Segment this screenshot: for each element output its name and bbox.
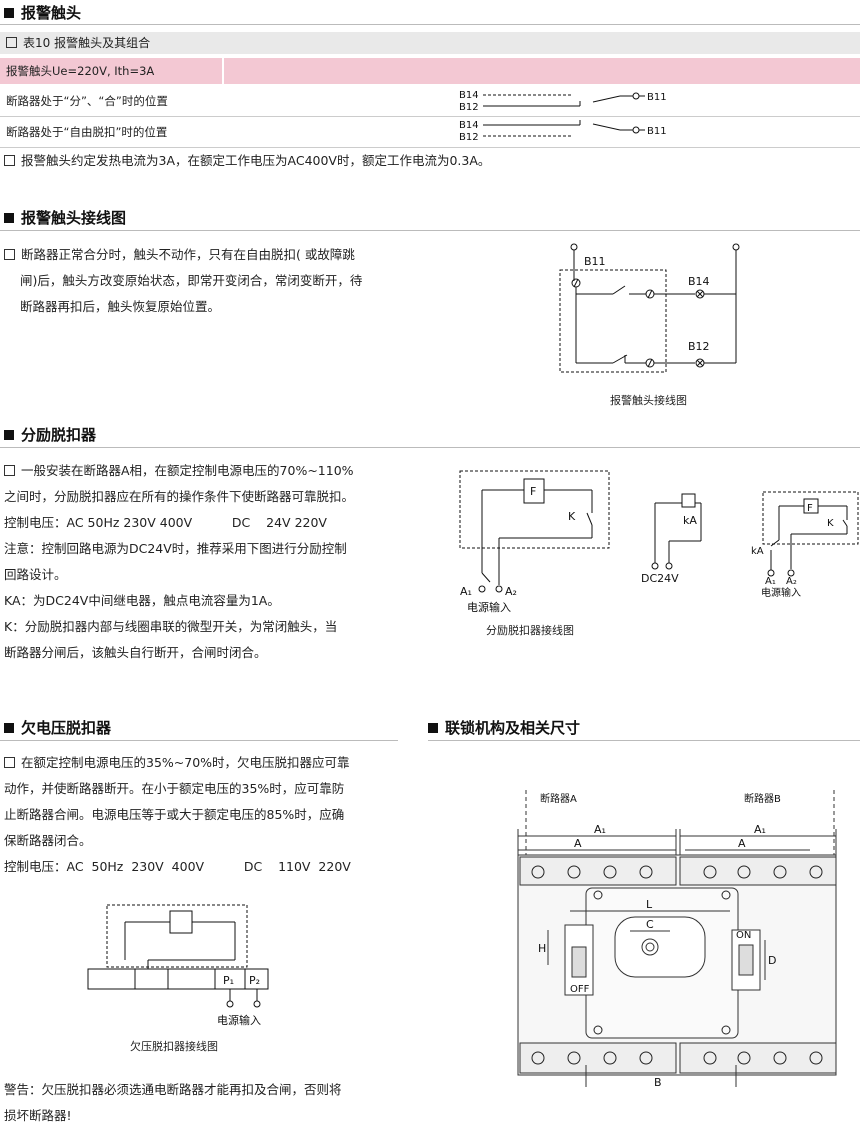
undervoltage-wiring-diagram: P₁ P₂ 电源输入 xyxy=(87,904,269,1027)
alarm-contact-symbols: B14 B12 B11 B14 B12 B11 xyxy=(459,90,667,143)
section-divider xyxy=(0,230,860,231)
b14-label: B14 xyxy=(459,90,479,101)
section-title-undervoltage: 欠电压脱扣器 xyxy=(4,717,111,738)
undervoltage-paragraph: 在额定控制电源电压的35%~70%时，欠电压脱扣器应可靠 动作，并使断路器断开。… xyxy=(4,755,351,874)
breaker-b-label: 断路器B xyxy=(744,792,781,805)
b11-label: B11 xyxy=(584,255,606,268)
power-input-label: 电源输入 xyxy=(761,586,801,599)
b11-label: B11 xyxy=(647,92,667,103)
square-bullet-icon xyxy=(4,7,14,18)
section-title-alarm: 报警触头 xyxy=(4,2,81,23)
a1-label: A₁ xyxy=(460,585,472,598)
a1-dimension-label: A₁ xyxy=(594,823,606,836)
breaker-a-label: 断路器A xyxy=(540,792,577,805)
table-header: 报警触头Ue=220V, Ith=3A xyxy=(0,58,860,84)
undervoltage-warning: 警告：欠压脱扣器必须选通电断路器才能再扣及合闸，否则将 损坏断路器! xyxy=(4,1082,342,1123)
checkbox-icon xyxy=(4,465,15,476)
table-row: 断路器处于“分”、“合”时的位置 xyxy=(0,86,860,117)
checkbox-icon xyxy=(4,155,15,166)
b11-label: B11 xyxy=(647,126,667,137)
wiring-diagram-caption: 报警触头接线图 xyxy=(610,394,687,407)
square-bullet-icon xyxy=(4,429,14,440)
table-col-divider xyxy=(222,58,224,84)
a1-dimension-label: A₁ xyxy=(754,823,766,836)
square-bullet-icon xyxy=(4,212,14,223)
a2-label: A₂ xyxy=(505,585,517,598)
square-bullet-icon xyxy=(428,722,438,733)
off-label: OFF xyxy=(570,984,590,995)
power-input-label: 电源输入 xyxy=(467,600,511,614)
power-input-label: 电源输入 xyxy=(217,1013,261,1027)
shunt-wiring-diagrams: F K A₁ A₂ 电源输入 kA DC24V F K kA A₁ A₂ 电源输… xyxy=(459,470,859,614)
ka-label: kA xyxy=(751,546,764,557)
f-label: F xyxy=(530,485,536,498)
a2-label: A₂ xyxy=(786,576,797,587)
checkbox-icon xyxy=(4,249,15,260)
section-divider xyxy=(428,740,860,741)
k-label: K xyxy=(568,510,576,523)
undervoltage-diagram-caption: 欠压脱扣器接线图 xyxy=(130,1040,218,1053)
section-divider xyxy=(0,24,860,25)
a1-label: A₁ xyxy=(765,576,776,587)
p1-label: P₁ xyxy=(223,974,234,987)
section-title-interlock: 联锁机构及相关尺寸 xyxy=(428,717,580,738)
b12-label: B12 xyxy=(459,132,479,143)
b14-label: B14 xyxy=(459,120,479,131)
ka-label: kA xyxy=(683,514,697,527)
section-title-wiring: 报警触头接线图 xyxy=(4,207,126,228)
wiring-paragraph: 断路器正常合分时，触头不动作，只有在自由脱扣( 或故障跳 闸)后，触头方改变原始… xyxy=(4,242,384,320)
f-label: F xyxy=(807,503,813,514)
c-dimension-label: C xyxy=(646,918,654,931)
section-divider xyxy=(0,447,860,448)
a-dimension-label: A xyxy=(738,837,746,850)
interlock-dimension-drawing: 断路器A 断路器B A₁ A₁ A A L C H D ON OFF B xyxy=(517,790,837,1089)
dc24v-label: DC24V xyxy=(641,572,679,585)
section-title-shunt: 分励脱扣器 xyxy=(4,424,96,445)
b14-label: B14 xyxy=(688,275,710,288)
table-row: 断路器处于“自由脱扣”时的位置 xyxy=(0,117,860,148)
l-dimension-label: L xyxy=(646,898,653,911)
p2-label: P₂ xyxy=(249,974,260,987)
b-dimension-label: B xyxy=(654,1076,662,1089)
alarm-wiring-diagram: B11 B14 B12 xyxy=(559,243,740,373)
b12-label: B12 xyxy=(459,102,479,113)
section-divider xyxy=(0,740,398,741)
k-label: K xyxy=(827,518,834,529)
checkbox-icon xyxy=(6,37,17,48)
on-label: ON xyxy=(736,930,751,941)
alarm-note: 报警触头约定发热电流为3A，在额定工作电压为AC400V时，额定工作电流为0.3… xyxy=(4,148,490,174)
h-dimension-label: H xyxy=(538,942,546,955)
d-dimension-label: D xyxy=(768,954,776,967)
table-caption: 表10 报警触头及其组合 xyxy=(0,32,860,54)
b12-label: B12 xyxy=(688,340,710,353)
a-dimension-label: A xyxy=(574,837,582,850)
checkbox-icon xyxy=(4,757,15,768)
shunt-paragraph: 一般安装在断路器A相，在额定控制电源电压的70%~110% 之间时，分励脱扣器应… xyxy=(4,463,355,660)
shunt-diagram-caption: 分励脱扣器接线图 xyxy=(486,624,574,637)
square-bullet-icon xyxy=(4,722,14,733)
